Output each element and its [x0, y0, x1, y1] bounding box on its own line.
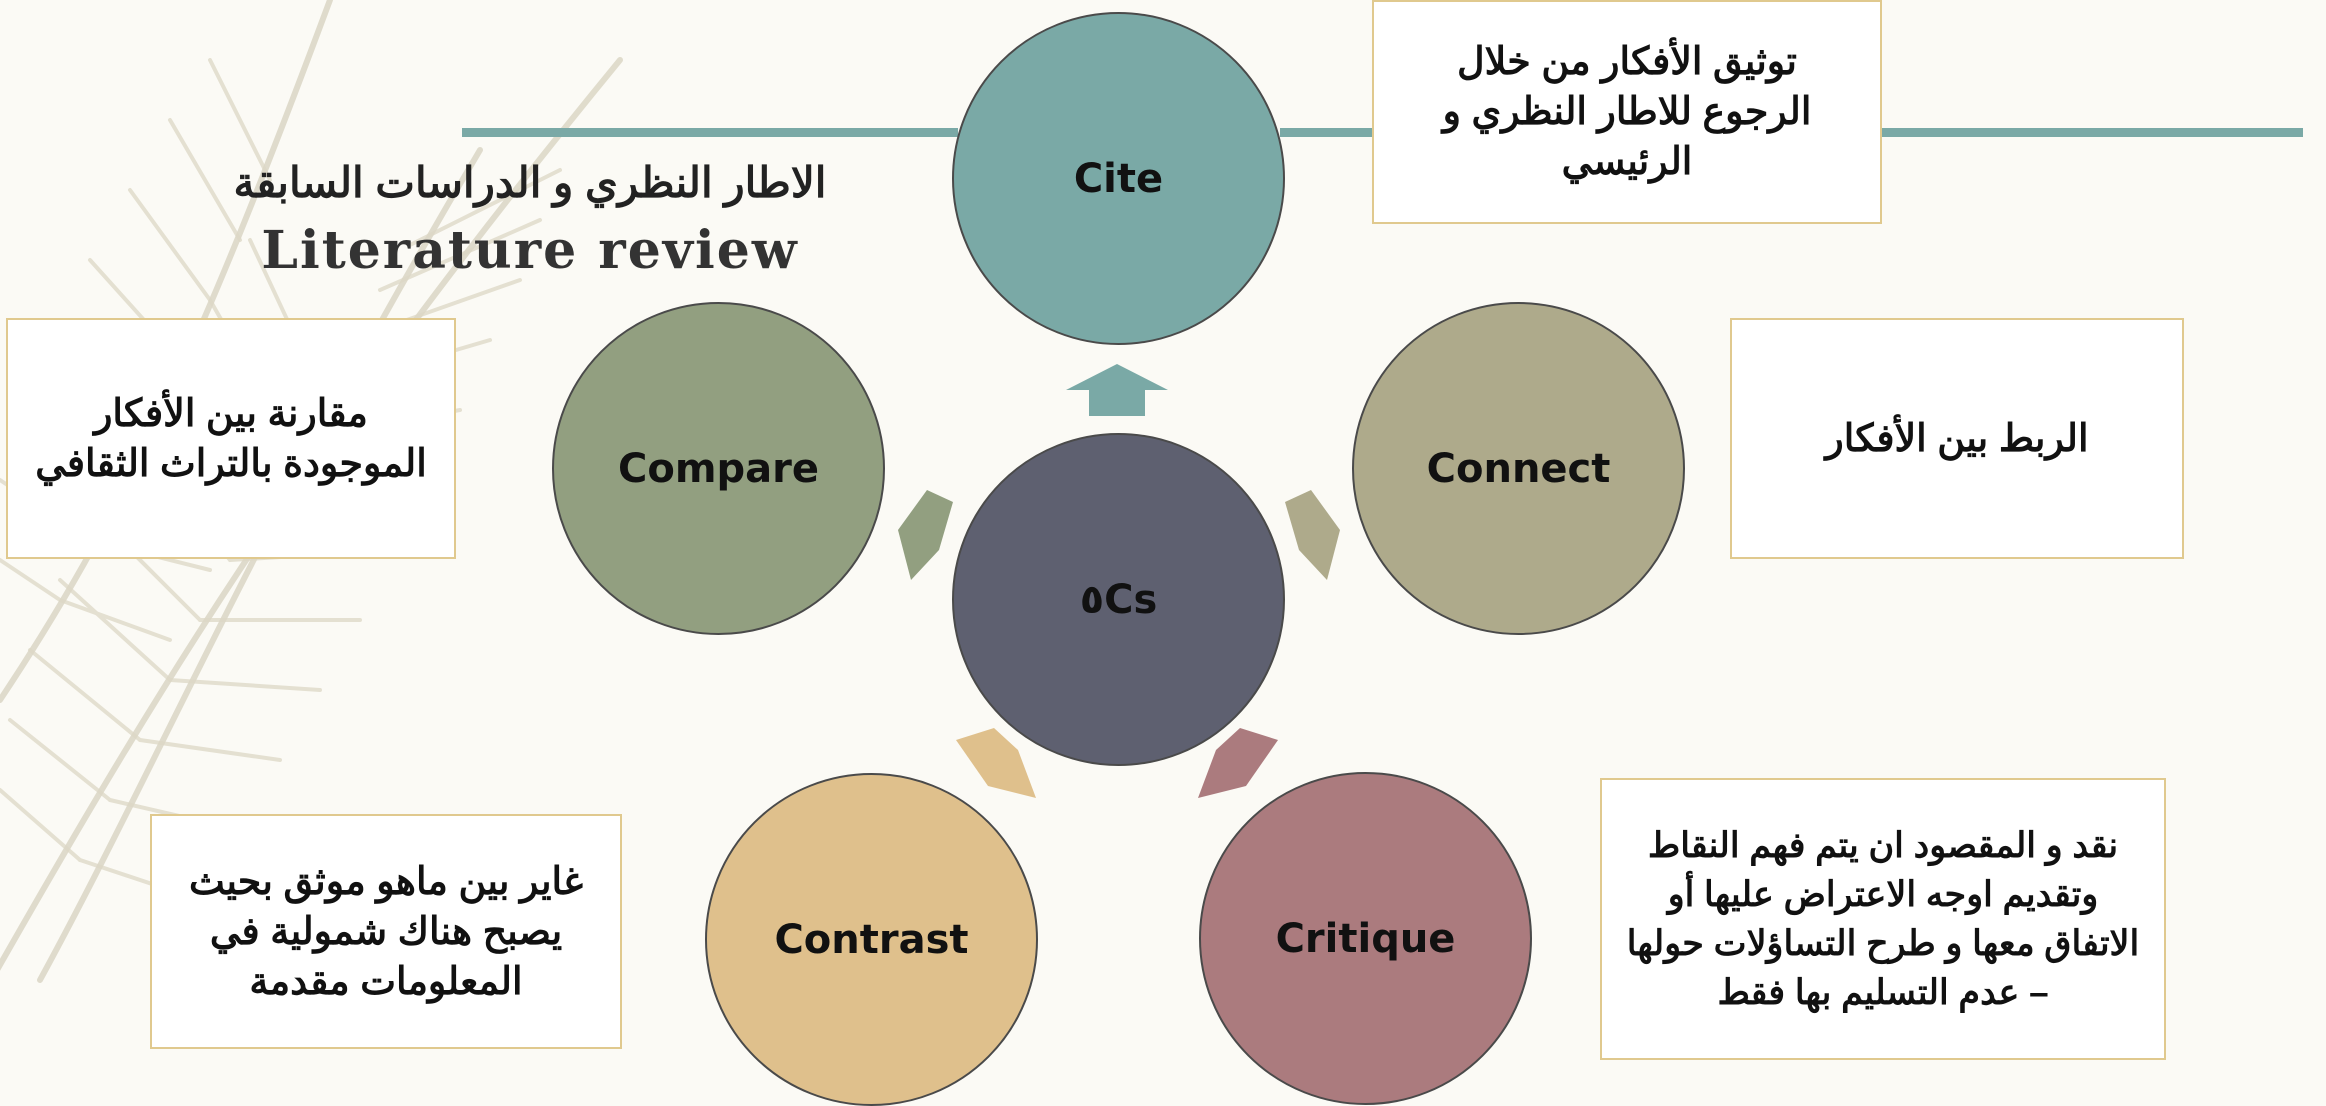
contrast-circle: Contrast	[705, 773, 1038, 1106]
center-label: ٥Cs	[1079, 576, 1158, 623]
connect-description-box: الربط بين الأفكار	[1730, 318, 2184, 559]
title-english: Literature review	[261, 220, 799, 281]
contrast-description: غاير بين ماهو موثق بحيث يصبح هناك شمولية…	[189, 860, 583, 1003]
critique-circle: Critique	[1199, 772, 1532, 1105]
title-arabic: الاطار النظري و الدراسات السابقة	[233, 159, 827, 206]
arrow-down-left-to-contrast	[956, 728, 1036, 798]
arrow-right-to-connect	[1285, 490, 1340, 580]
connect-description: الربط بين الأفكار	[1825, 417, 2089, 460]
top-rule-right	[1880, 128, 2303, 137]
cite-circle: Cite	[952, 12, 1285, 345]
top-rule-left	[462, 128, 958, 137]
cite-label: Cite	[1073, 155, 1164, 202]
top-rule-middle	[1280, 128, 1380, 137]
compare-label: Compare	[618, 445, 819, 492]
cite-description-box: توثيق الأفكار من خلال الرجوع للاطار النظ…	[1372, 0, 1882, 224]
critique-description-box: نقد و المقصود ان يتم فهم النقاط وتقديم ا…	[1600, 778, 2166, 1060]
arrow-left-to-compare	[898, 490, 953, 580]
critique-label: Critique	[1275, 915, 1456, 962]
contrast-label: Contrast	[774, 916, 969, 963]
compare-description: مقارنة بين الأفكار الموجودة بالتراث الثق…	[35, 392, 427, 485]
compare-circle: Compare	[552, 302, 885, 635]
connect-circle: Connect	[1352, 302, 1685, 635]
center-circle: ٥Cs	[952, 433, 1285, 766]
critique-description: نقد و المقصود ان يتم فهم النقاط وتقديم ا…	[1626, 826, 2140, 1012]
compare-description-box: مقارنة بين الأفكار الموجودة بالتراث الثق…	[6, 318, 456, 559]
contrast-description-box: غاير بين ماهو موثق بحيث يصبح هناك شمولية…	[150, 814, 622, 1049]
arrow-up-to-cite	[1066, 364, 1168, 416]
cite-description: توثيق الأفكار من خلال الرجوع للاطار النظ…	[1442, 41, 1812, 183]
arrow-down-right-to-critique	[1198, 728, 1278, 798]
connect-label: Connect	[1426, 445, 1611, 492]
